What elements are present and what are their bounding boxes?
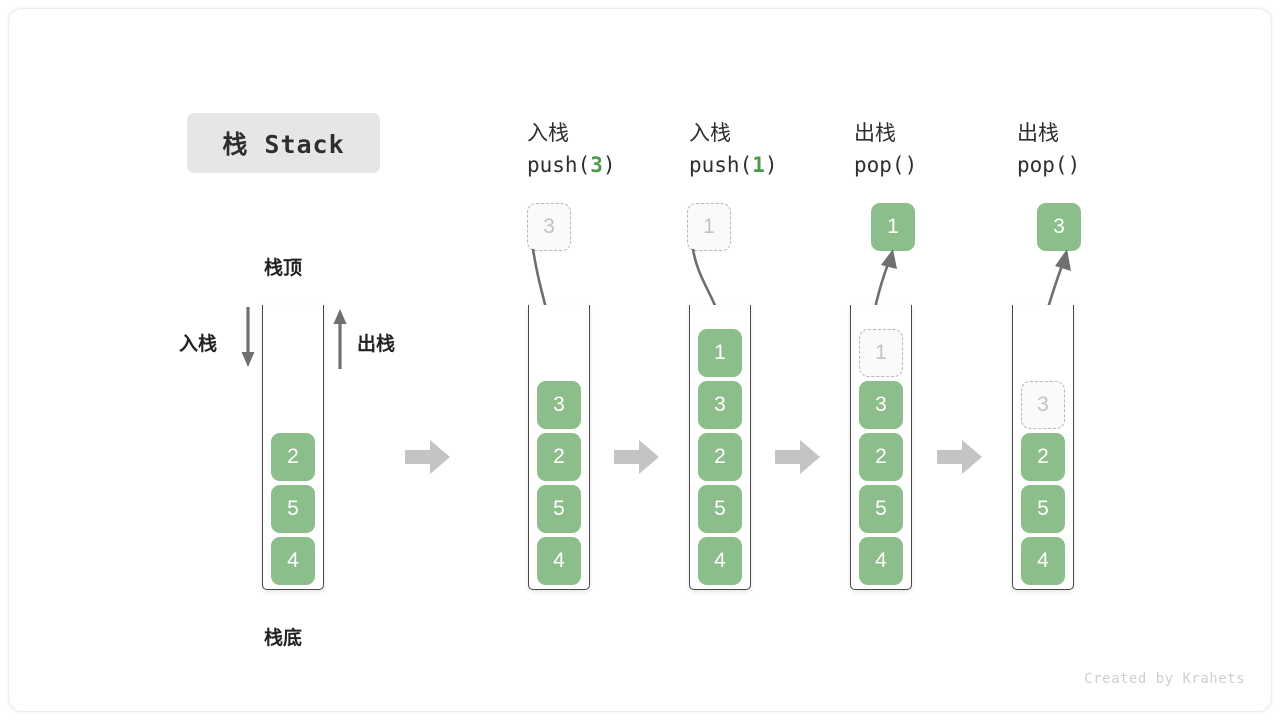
transition-arrow-icon	[614, 440, 659, 474]
stack-container-3: 4 5 2 3 1	[689, 305, 751, 590]
code-suffix: )	[602, 153, 616, 177]
stack-cells-4: 4 5 2 3 1	[851, 329, 911, 585]
stack-bottom-label: 栈底	[264, 628, 303, 649]
code-prefix: push(	[689, 153, 753, 177]
stage-header-cn-2: 入栈	[527, 122, 569, 145]
transition-arrow-icon	[405, 440, 450, 474]
stage-header-code-5: pop()	[1017, 153, 1080, 177]
stack-cell: 4	[537, 537, 581, 585]
stack-ghost-cell: 3	[1021, 381, 1065, 429]
stage-header-cn-4: 出栈	[854, 122, 896, 145]
stack-cell: 3	[698, 381, 742, 429]
floating-ghost-cell-3: 1	[687, 203, 731, 251]
diagram-canvas: 栈 Stack 栈顶 入栈 出栈 4 5 2 栈底 入栈 push(3) 3	[8, 8, 1272, 712]
stack-cell: 4	[1021, 537, 1065, 585]
push-down-arrow-icon	[241, 307, 255, 367]
stage-header-code-2: push(3)	[527, 153, 616, 177]
stack-cells-3: 4 5 2 3 1	[690, 329, 750, 585]
stack-cell: 5	[537, 485, 581, 533]
code-prefix: pop(	[854, 153, 905, 177]
floating-ghost-cell-2: 3	[527, 203, 571, 251]
credit-text: Created by Krahets	[1084, 671, 1245, 687]
stack-cell: 1	[698, 329, 742, 377]
stack-cell: 2	[271, 433, 315, 481]
code-suffix: )	[1067, 153, 1081, 177]
transition-arrow-icon	[775, 440, 820, 474]
stack-cells-5: 4 5 2 3	[1013, 381, 1073, 585]
popped-value-cell-5: 3	[1037, 203, 1081, 251]
stack-cell: 2	[698, 433, 742, 481]
stack-container-4: 4 5 2 3 1	[850, 305, 912, 590]
code-prefix: push(	[527, 153, 591, 177]
stack-cell: 3	[537, 381, 581, 429]
stack-cell: 4	[698, 537, 742, 585]
code-prefix: pop(	[1017, 153, 1068, 177]
stage-header-code-3: push(1)	[689, 153, 778, 177]
stack-cell: 4	[859, 537, 903, 585]
pop-side-label: 出栈	[357, 334, 396, 355]
stage-header-code-4: pop()	[854, 153, 917, 177]
stage-header-cn-5: 出栈	[1017, 122, 1059, 145]
stack-cell: 3	[859, 381, 903, 429]
stack-container-1: 4 5 2	[262, 305, 324, 590]
pop-up-arrow-icon	[333, 309, 347, 369]
page-title: 栈 Stack	[187, 113, 380, 173]
stack-cell: 2	[537, 433, 581, 481]
stack-cells-2: 4 5 2 3	[529, 381, 589, 585]
stack-container-2: 4 5 2 3	[528, 305, 590, 590]
stack-cells-1: 4 5 2	[263, 433, 323, 585]
stack-cell: 5	[271, 485, 315, 533]
stack-cell: 5	[698, 485, 742, 533]
popped-value-cell-4: 1	[871, 203, 915, 251]
stack-ghost-cell: 1	[859, 329, 903, 377]
push-side-label: 入栈	[179, 334, 218, 355]
stack-cell: 5	[1021, 485, 1065, 533]
stack-cell: 5	[859, 485, 903, 533]
code-value: 3	[590, 153, 603, 177]
stage-header-cn-3: 入栈	[689, 122, 731, 145]
transition-arrow-icon	[937, 440, 982, 474]
stack-container-5: 4 5 2 3	[1012, 305, 1074, 590]
code-suffix: )	[904, 153, 918, 177]
code-suffix: )	[764, 153, 778, 177]
stack-cell: 4	[271, 537, 315, 585]
stack-top-label: 栈顶	[264, 258, 303, 279]
stack-cell: 2	[1021, 433, 1065, 481]
stack-cell: 2	[859, 433, 903, 481]
code-value: 1	[752, 153, 765, 177]
